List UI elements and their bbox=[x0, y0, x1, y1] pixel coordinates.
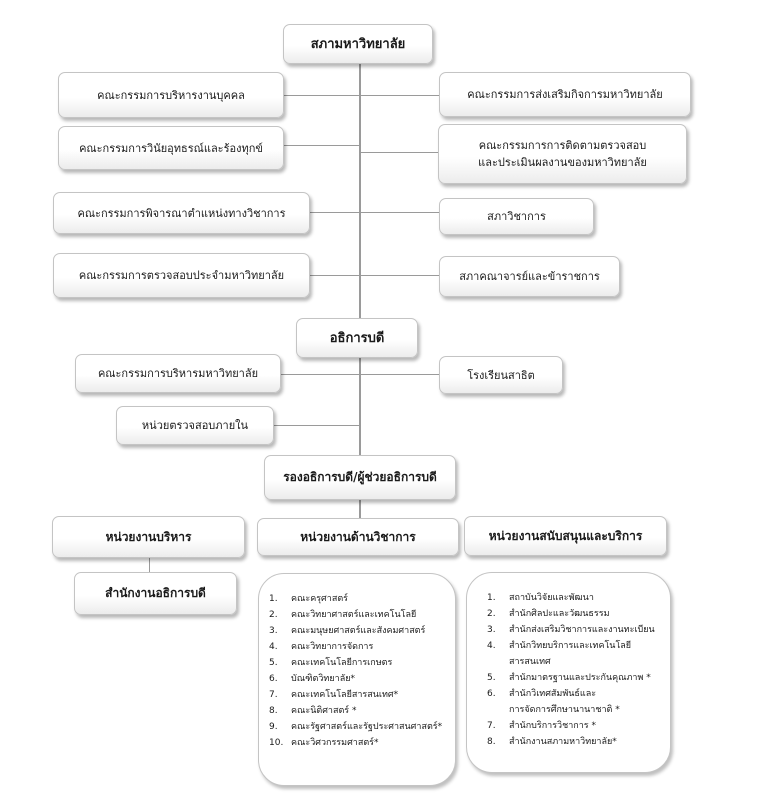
main-trunk-lower bbox=[359, 342, 361, 458]
audit-committee-box: คณะกรรมการตรวจสอบประจำมหาวิทยาลัย bbox=[53, 253, 310, 298]
evaluation-committee-line-1: คณะกรรมการการติดตามตรวจสอบ bbox=[478, 139, 647, 152]
main-trunk-upper bbox=[359, 60, 361, 318]
demonstration-school-box: โรงเรียนสาธิต bbox=[439, 356, 563, 394]
list-item: 6.บัณฑิตวิทยาลัย* bbox=[269, 674, 355, 684]
admin-down bbox=[149, 558, 150, 572]
list-item: 2.สำนักศิลปะและวัฒนธรรม bbox=[487, 609, 610, 619]
faculty-senate-label: สภาคณาจารย์และข้าราชการ bbox=[459, 270, 600, 283]
university-council-box: สภามหาวิทยาลัย bbox=[283, 24, 433, 64]
list-item: 8.คณะนิติศาสตร์ * bbox=[269, 706, 357, 716]
faculty-senate-box: สภาคณาจารย์และข้าราชการ bbox=[439, 256, 620, 297]
support-unit-label: หน่วยงานสนับสนุนและบริการ bbox=[488, 528, 643, 543]
personnel-committee-box: คณะกรรมการบริหารงานบุคคล bbox=[58, 72, 284, 118]
admin-unit-box: หน่วยงานบริหาร bbox=[52, 516, 245, 558]
demonstration-school-label: โรงเรียนสาธิต bbox=[467, 368, 535, 382]
discipline-committee-label: คณะกรรมการวินัยอุทธรณ์และร้องทุกข์ bbox=[79, 141, 263, 155]
list-item: 3.สำนักส่งเสริมวิชาการและงานทะเบียน bbox=[487, 625, 655, 635]
academic-position-committee-label: คณะกรรมการพิจารณาตำแหน่งทางวิชาการ bbox=[77, 206, 286, 220]
executive-committee-box: คณะกรรมการบริหารมหาวิทยาลัย bbox=[75, 354, 281, 393]
list-item: 4.คณะวิทยาการจัดการ bbox=[269, 642, 374, 652]
connector-left-1 bbox=[284, 95, 360, 96]
connector-right-2 bbox=[360, 152, 438, 153]
list-item: 5.สำนักมาตรฐานและประกันคุณภาพ * bbox=[487, 673, 651, 683]
evaluation-committee-line-2: และประเมินผลงานของมหาวิทยาลัย bbox=[478, 156, 647, 169]
evaluation-committee-text: คณะกรรมการการติดตามตรวจสอบ และประเมินผลง… bbox=[478, 137, 647, 171]
list-item: 10.คณะวิศวกรรมศาสตร์* bbox=[269, 738, 379, 748]
president-label: อธิการบดี bbox=[329, 330, 385, 346]
vice-president-box: รองอธิการบดี/ผู้ช่วยอธิการบดี bbox=[264, 455, 456, 500]
executive-committee-label: คณะกรรมการบริหารมหาวิทยาลัย bbox=[97, 367, 259, 380]
connector-left-2 bbox=[284, 145, 360, 146]
list-item: 8.สำนักงานสภามหาวิทยาลัย* bbox=[487, 737, 617, 747]
list-item: 6.สำนักวิเทศสัมพันธ์และ bbox=[487, 689, 597, 699]
support-units-panel: 1.สถาบันวิจัยและพัฒนา 2.สำนักศิลปะและวัฒ… bbox=[466, 572, 671, 773]
connector-left-4 bbox=[310, 275, 360, 276]
list-item: 7.คณะเทคโนโลยีสารสนเทศ* bbox=[269, 690, 399, 700]
list-item: 2.คณะวิทยาศาสตร์และเทคโนโลยี bbox=[269, 610, 417, 620]
list-item: 3.คณะมนุษยศาสตร์และสังคมศาสตร์ bbox=[269, 626, 426, 636]
evaluation-committee-box: คณะกรรมการการติดตามตรวจสอบ และประเมินผลง… bbox=[438, 124, 687, 184]
connector-left-6 bbox=[274, 425, 360, 426]
academic-council-label: สภาวิชาการ bbox=[487, 210, 546, 223]
president-box: อธิการบดี bbox=[296, 318, 418, 358]
connector-right-4 bbox=[360, 275, 439, 276]
academic-position-committee-box: คณะกรรมการพิจารณาตำแหน่งทางวิชาการ bbox=[53, 192, 310, 234]
connector-right-1 bbox=[360, 95, 439, 96]
president-office-box: สำนักงานอธิการบดี bbox=[74, 572, 237, 615]
internal-audit-box: หน่วยตรวจสอบภายใน bbox=[116, 406, 274, 445]
academic-faculties-panel: 1.คณะครุศาสตร์ 2.คณะวิทยาศาสตร์และเทคโนโ… bbox=[258, 573, 456, 786]
support-units-list: 1.สถาบันวิจัยและพัฒนา 2.สำนักศิลปะและวัฒ… bbox=[487, 590, 666, 750]
vice-president-label: รองอธิการบดี/ผู้ช่วยอธิการบดี bbox=[283, 470, 437, 484]
connector-left-5 bbox=[281, 374, 360, 375]
university-council-label: สภามหาวิทยาลัย bbox=[310, 36, 406, 52]
personnel-committee-label: คณะกรรมการบริหารงานบุคคล bbox=[97, 88, 245, 102]
academic-council-box: สภาวิชาการ bbox=[439, 198, 594, 235]
list-item: การจัดการศึกษานานาชาติ * bbox=[509, 705, 620, 715]
list-item: 9.คณะรัฐศาสตร์และรัฐประศาสนศาสตร์* bbox=[269, 722, 443, 732]
list-item: 4.สำนักวิทยบริการและเทคโนโลยีสารสนเทศ bbox=[487, 641, 632, 667]
admin-unit-label: หน่วยงานบริหาร bbox=[105, 529, 192, 544]
connector-left-3 bbox=[310, 212, 360, 213]
vice-down bbox=[359, 500, 361, 518]
list-item: 1.สถาบันวิจัยและพัฒนา bbox=[487, 593, 594, 603]
promotion-committee-label: คณะกรรมการส่งเสริมกิจการมหาวิทยาลัย bbox=[467, 88, 663, 101]
list-item: 5.คณะเทคโนโลยีการเกษตร bbox=[269, 658, 393, 668]
support-unit-box: หน่วยงานสนับสนุนและบริการ bbox=[464, 516, 667, 556]
connector-right-3 bbox=[360, 212, 439, 213]
president-office-label: สำนักงานอธิการบดี bbox=[105, 586, 206, 600]
internal-audit-label: หน่วยตรวจสอบภายใน bbox=[141, 419, 249, 432]
list-item: 1.คณะครุศาสตร์ bbox=[269, 594, 348, 604]
academic-unit-label: หน่วยงานด้านวิชาการ bbox=[300, 529, 416, 544]
discipline-committee-box: คณะกรรมการวินัยอุทธรณ์และร้องทุกข์ bbox=[58, 126, 284, 170]
list-item: 7.สำนักบริการวิชาการ * bbox=[487, 721, 596, 731]
audit-committee-label: คณะกรรมการตรวจสอบประจำมหาวิทยาลัย bbox=[78, 269, 285, 282]
promotion-committee-box: คณะกรรมการส่งเสริมกิจการมหาวิทยาลัย bbox=[439, 72, 691, 117]
academic-faculties-list: 1.คณะครุศาสตร์ 2.คณะวิทยาศาสตร์และเทคโนโ… bbox=[269, 591, 449, 751]
academic-unit-box: หน่วยงานด้านวิชาการ bbox=[257, 518, 459, 556]
connector-right-5 bbox=[360, 374, 439, 375]
